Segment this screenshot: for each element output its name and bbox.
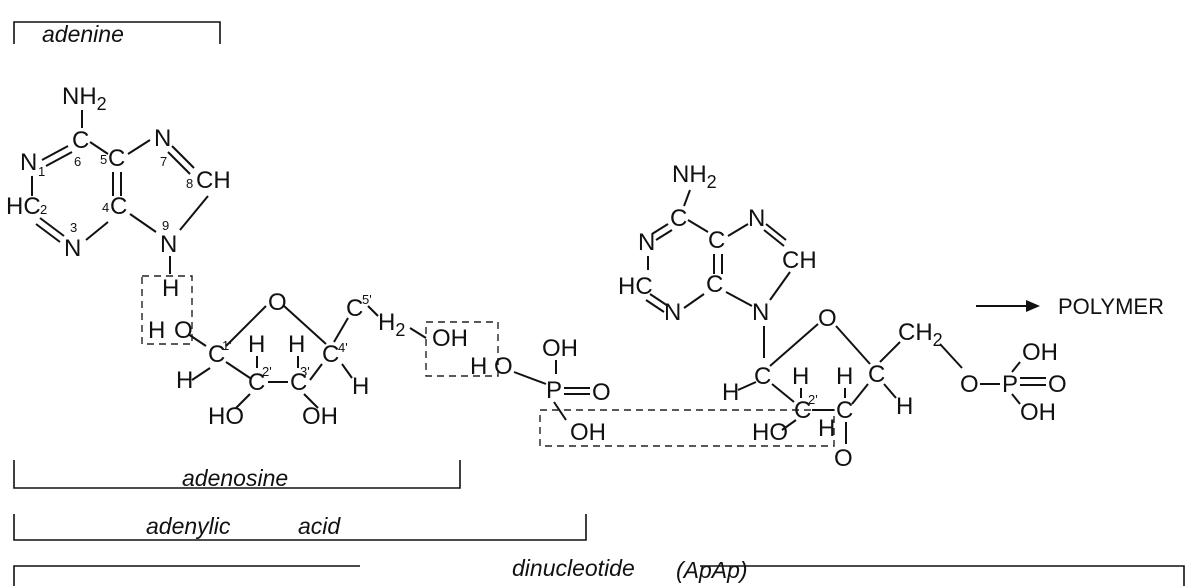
svg-text:N: N bbox=[20, 149, 37, 176]
svg-text:OH: OH bbox=[570, 419, 606, 446]
svg-text:C: C bbox=[346, 295, 363, 322]
svg-text:C: C bbox=[794, 397, 811, 424]
svg-text:N: N bbox=[664, 299, 681, 326]
polymer-label: POLYMER bbox=[1058, 294, 1164, 319]
svg-text:H: H bbox=[722, 379, 739, 406]
adenine-bracket: adenine bbox=[13, 21, 221, 47]
h-of-water-3: H bbox=[818, 415, 835, 442]
svg-text:C: C bbox=[322, 341, 339, 368]
svg-text:7: 7 bbox=[160, 154, 167, 169]
svg-text:CH: CH bbox=[782, 247, 817, 274]
svg-text:1: 1 bbox=[38, 164, 45, 179]
dinucleotide-abbrev: (ApAp) bbox=[676, 557, 748, 583]
svg-text:3': 3' bbox=[300, 364, 310, 379]
svg-text:N: N bbox=[748, 205, 765, 232]
svg-text:C: C bbox=[868, 361, 885, 388]
svg-text:OH: OH bbox=[302, 403, 338, 430]
svg-text:HO: HO bbox=[752, 419, 788, 446]
svg-text:C: C bbox=[110, 193, 127, 220]
nh2-group-2: NH2 bbox=[672, 161, 717, 192]
svg-text:O: O bbox=[494, 353, 513, 380]
svg-text:CH: CH bbox=[196, 167, 231, 194]
svg-text:4: 4 bbox=[102, 200, 109, 215]
h2-group: H2 bbox=[378, 309, 405, 340]
svg-text:2': 2' bbox=[808, 392, 818, 407]
svg-text:H: H bbox=[836, 363, 853, 390]
svg-text:2: 2 bbox=[40, 202, 47, 217]
svg-text:C: C bbox=[290, 369, 307, 396]
svg-text:N: N bbox=[638, 229, 655, 256]
svg-text:O: O bbox=[960, 371, 979, 398]
svg-text:3: 3 bbox=[70, 220, 77, 235]
ribose-2: C H O H C 2' HO H C O C H CH2 bbox=[722, 305, 963, 472]
svg-text:H: H bbox=[352, 373, 369, 400]
phosphate-1: O OH P O bbox=[494, 335, 611, 421]
adenosine-label: adenosine bbox=[182, 465, 288, 491]
svg-text:5': 5' bbox=[362, 292, 372, 307]
adenine-1: NH2 C 6 N 1 HC 2 3 N 4 C 5 C N 7 bbox=[6, 83, 231, 274]
svg-text:C: C bbox=[72, 127, 89, 154]
nh2-group: NH2 bbox=[62, 83, 107, 114]
svg-text:N: N bbox=[752, 299, 769, 326]
adenine-2: NH2 C N HC N C C N CH N bbox=[618, 161, 817, 358]
svg-text:O: O bbox=[818, 305, 837, 332]
h-of-water-2: H bbox=[470, 353, 487, 380]
svg-text:C: C bbox=[706, 271, 723, 298]
svg-text:HC: HC bbox=[618, 273, 653, 300]
svg-text:OH: OH bbox=[432, 325, 468, 352]
svg-text:5: 5 bbox=[100, 152, 107, 167]
svg-text:N: N bbox=[160, 231, 177, 258]
svg-text:C: C bbox=[208, 341, 225, 368]
svg-text:O: O bbox=[834, 445, 853, 472]
dinucleotide-bracket: dinucleotide (ApAp) bbox=[13, 555, 1185, 586]
svg-text:C: C bbox=[708, 227, 725, 254]
svg-text:P: P bbox=[1002, 371, 1018, 398]
adenylic-label: adenylic bbox=[146, 513, 231, 539]
svg-text:9: 9 bbox=[162, 218, 169, 233]
adenylic-acid-bracket: adenylic acid bbox=[13, 513, 587, 541]
svg-text:2': 2' bbox=[262, 364, 272, 379]
svg-text:OH: OH bbox=[1022, 339, 1058, 366]
svg-text:O: O bbox=[268, 289, 287, 316]
acid-label: acid bbox=[298, 513, 341, 539]
svg-text:O: O bbox=[592, 379, 611, 406]
svg-text:C: C bbox=[836, 397, 853, 424]
svg-text:H: H bbox=[896, 393, 913, 420]
water-box-1 bbox=[141, 275, 193, 345]
ribose-1: O O C 1' H H C 2' HO H C 3' OH C 4' H C bbox=[174, 289, 427, 430]
svg-text:H: H bbox=[248, 331, 265, 358]
svg-text:C: C bbox=[248, 369, 265, 396]
svg-text:6: 6 bbox=[74, 154, 81, 169]
svg-text:HC: HC bbox=[6, 193, 41, 220]
ch2-group: CH2 bbox=[898, 319, 943, 350]
svg-text:C: C bbox=[754, 363, 771, 390]
svg-text:8: 8 bbox=[186, 176, 193, 191]
water-box-2 bbox=[425, 321, 499, 377]
svg-text:C: C bbox=[108, 145, 125, 172]
svg-text:H: H bbox=[288, 331, 305, 358]
adenine-label: adenine bbox=[42, 21, 124, 47]
svg-text:N: N bbox=[64, 235, 81, 262]
svg-text:OH: OH bbox=[542, 335, 578, 362]
svg-text:H: H bbox=[792, 363, 809, 390]
polymer-arrow: POLYMER bbox=[976, 294, 1164, 319]
svg-text:C: C bbox=[670, 205, 687, 232]
h-of-water-1: H bbox=[148, 317, 165, 344]
phosphate-2: O OH P O OH bbox=[960, 339, 1067, 426]
svg-text:H: H bbox=[162, 275, 179, 302]
svg-text:OH: OH bbox=[1020, 399, 1056, 426]
svg-text:O: O bbox=[1048, 371, 1067, 398]
adenosine-bracket: adenosine bbox=[13, 460, 461, 491]
water-box-3 bbox=[539, 409, 835, 447]
svg-text:O: O bbox=[174, 317, 193, 344]
svg-text:HO: HO bbox=[208, 403, 244, 430]
svg-text:N: N bbox=[154, 125, 171, 152]
svg-text:P: P bbox=[546, 377, 562, 404]
svg-text:H: H bbox=[176, 367, 193, 394]
dinucleotide-label: dinucleotide bbox=[512, 555, 635, 581]
svg-text:4': 4' bbox=[338, 340, 348, 355]
